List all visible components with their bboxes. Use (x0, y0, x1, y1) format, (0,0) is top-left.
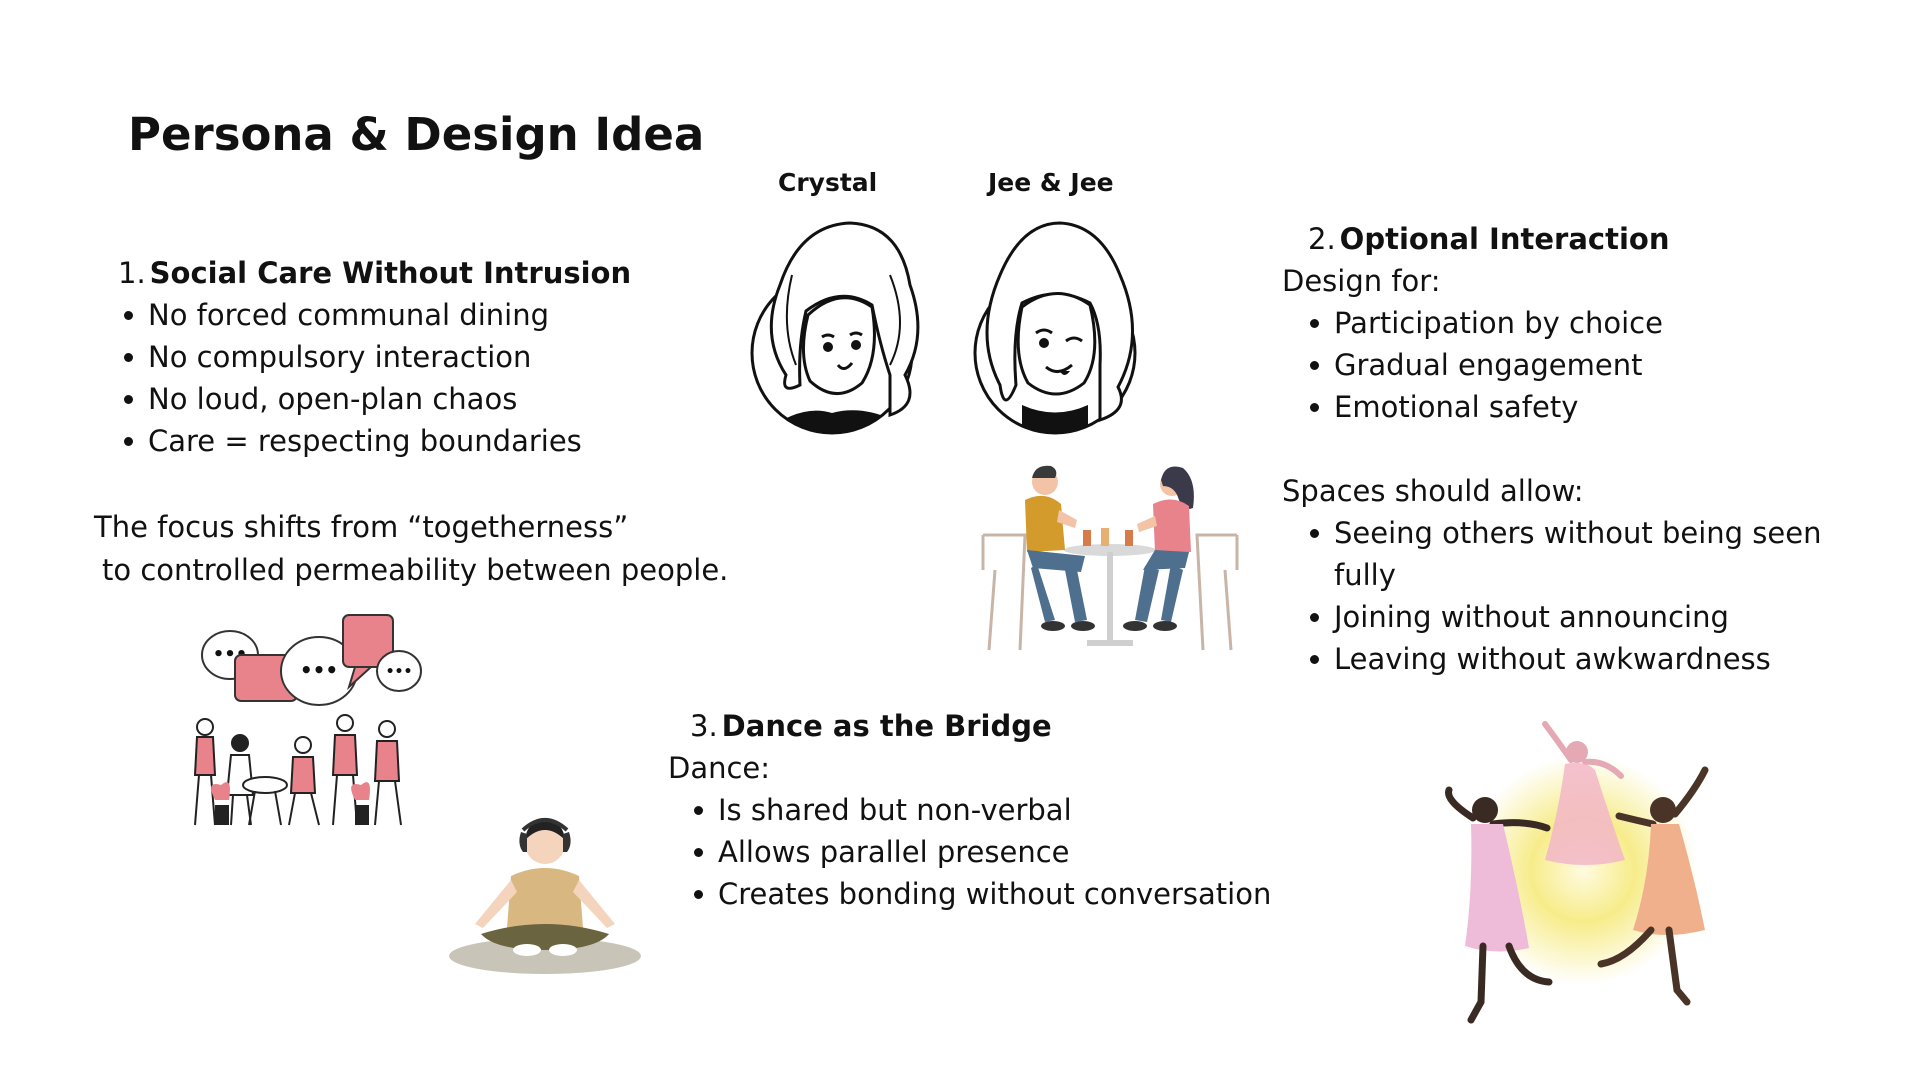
page-title: Persona & Design Idea (128, 108, 705, 161)
list-item: Joining without announcing (1304, 596, 1824, 638)
focus-line-1: The focus shifts from “togetherness” (94, 510, 629, 544)
list-item: Leaving without awkwardness (1304, 638, 1824, 680)
section-social-care: 1.Social Care Without Intrusion No force… (118, 252, 758, 462)
spaces-label: Spaces should allow: (1282, 474, 1584, 508)
section3-number: 3. (690, 709, 718, 743)
list-item: Allows parallel presence (688, 831, 1388, 873)
persona-name-jee: Jee & Jee (988, 168, 1114, 197)
section2-heading: Optional Interaction (1339, 222, 1670, 256)
section3-heading: Dance as the Bridge (721, 709, 1052, 743)
section1-number: 1. (118, 256, 146, 290)
list-item: No loud, open-plan chaos (118, 378, 758, 420)
svg-text:•••: ••• (300, 658, 338, 682)
persona-name-crystal: Crystal (778, 168, 878, 197)
list-item: Is shared but non-verbal (688, 789, 1388, 831)
list-item: Creates bonding without conversation (688, 873, 1388, 915)
section1-list: No forced communal dining No compulsory … (118, 294, 758, 462)
woman-portrait-icon (750, 221, 920, 435)
list-item: Gradual engagement (1304, 344, 1882, 386)
spaces-list: Seeing others without being seen fully J… (1304, 512, 1824, 680)
section3-list: Is shared but non-verbal Allows parallel… (688, 789, 1388, 915)
design-for-list: Participation by choice Gradual engageme… (1304, 302, 1882, 428)
list-item: Participation by choice (1304, 302, 1882, 344)
focus-statement: The focus shifts from “togetherness” to … (94, 506, 728, 592)
design-for-label: Design for: (1282, 264, 1441, 298)
section2-number: 2. (1308, 222, 1336, 256)
section-dance-bridge: 3.Dance as the Bridge Dance: Is shared b… (668, 705, 1388, 915)
dance-label: Dance: (668, 751, 771, 785)
list-item: No forced communal dining (118, 294, 758, 336)
dancers-circle-illustration (1445, 721, 1709, 1024)
winking-woman-portrait-icon (973, 221, 1137, 435)
svg-text:•••: ••• (386, 664, 413, 680)
section-optional-interaction: 2.Optional Interaction Design for: Parti… (1282, 218, 1882, 680)
meditating-person-illustration (449, 818, 641, 974)
couple-at-cafe-table-illustration (981, 465, 1239, 651)
list-item: Seeing others without being seen fully (1304, 512, 1824, 596)
group-conversation-illustration: ••• ••• ••• (193, 614, 422, 826)
section1-heading: Social Care Without Intrusion (149, 256, 632, 290)
list-item: Care = respecting boundaries (118, 420, 758, 462)
focus-line-2: to controlled permeability between peopl… (102, 553, 729, 587)
list-item: No compulsory interaction (118, 336, 758, 378)
list-item: Emotional safety (1304, 386, 1882, 428)
